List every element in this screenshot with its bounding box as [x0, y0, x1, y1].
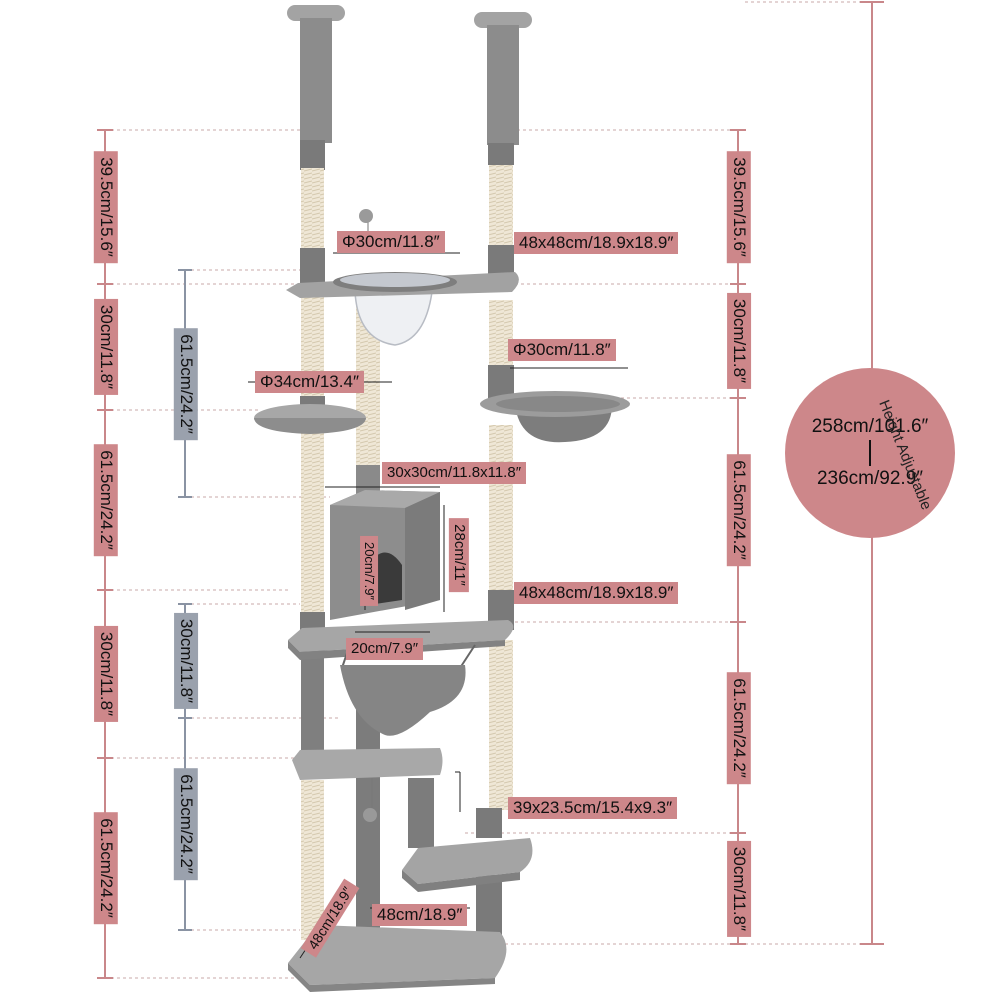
left-seg-1: 39.5cm/15.6″	[91, 131, 121, 283]
hammock	[340, 644, 476, 736]
right-seg-5: 30cm/11.8″	[724, 835, 754, 942]
base-depth-label: 48cm/18.9″	[300, 878, 360, 958]
inner-seg-2: 30cm/11.8″	[171, 606, 201, 716]
right-seg-2: 30cm/11.8″	[724, 286, 754, 396]
min-height: 236cm/92.9″	[816, 468, 923, 489]
round-platform-label: Φ34cm/13.4″	[255, 371, 364, 393]
left-seg-3: 61.5cm/24.2″	[91, 412, 121, 588]
right-seg-4: 61.5cm/24.2″	[724, 624, 754, 831]
basket	[480, 391, 630, 443]
basket-label: Φ30cm/11.8″	[508, 339, 616, 361]
height-separator	[869, 440, 871, 466]
top-platform-label: 48x48cm/18.9x18.9″	[514, 232, 679, 254]
height-badge: 258cm/101.6″ 236cm/92.9″	[785, 368, 955, 538]
right-seg-3: 61.5cm/24.2″	[724, 400, 754, 620]
inner-seg-3: 61.5cm/24.2″	[171, 720, 201, 928]
left-seg-5: 61.5cm/24.2″	[91, 760, 121, 976]
left-post	[287, 5, 345, 940]
right-post	[474, 12, 532, 945]
round-platform	[254, 404, 366, 434]
upper-step	[292, 748, 443, 848]
right-seg-1: 39.5cm/15.6″	[724, 131, 754, 283]
lower-step	[402, 838, 533, 892]
door-height-label: 20cm/7.9″	[358, 530, 380, 612]
top-platform	[286, 209, 519, 346]
bowl-top-label: Φ30cm/11.8″	[337, 231, 445, 253]
base-width-label: 48cm/18.9″	[372, 904, 468, 926]
condo	[330, 490, 440, 620]
condo-height-label: 28cm/11″	[446, 505, 472, 605]
mid-platform-label: 48x48cm/18.9x18.9″	[514, 582, 679, 604]
base-platform	[288, 925, 507, 992]
step-platform-label: 39x23.5cm/15.4x9.3″	[508, 797, 678, 819]
door-width-label: 20cm/7.9″	[346, 638, 424, 660]
condo-top-label: 30x30cm/11.8x11.8″	[382, 462, 527, 484]
left-seg-4: 30cm/11.8″	[91, 592, 121, 756]
inner-seg-1: 61.5cm/24.2″	[171, 272, 201, 495]
left-seg-2: 30cm/11.8″	[91, 286, 121, 408]
max-height: 258cm/101.6″	[811, 416, 929, 437]
